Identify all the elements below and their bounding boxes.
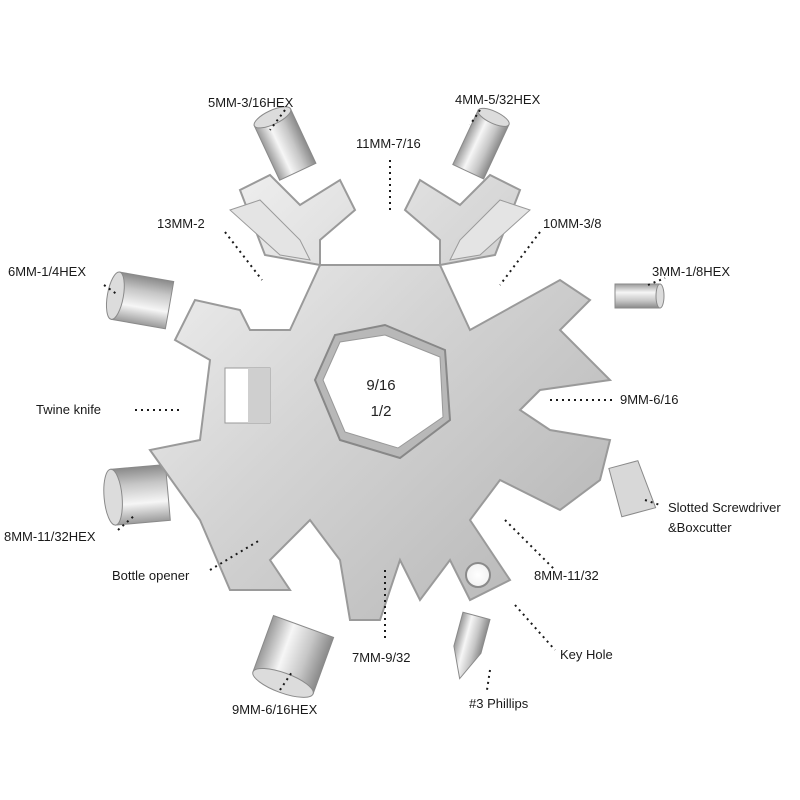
label-9mm-hex: 9MM-6/16HEX [232, 702, 318, 717]
label-13mm: 13MM-2 [157, 216, 205, 231]
socket-8mm-icon [103, 463, 171, 526]
label-twine-knife: Twine knife [36, 402, 101, 417]
label-boxcutter: &Boxcutter [668, 520, 732, 535]
socket-6mm-icon [105, 271, 175, 330]
center-label-top: 9/16 [366, 377, 395, 394]
leader-lines [103, 109, 666, 691]
label-slotted-screwdriver: Slotted Screwdriver [668, 500, 781, 515]
snowflake-body [148, 173, 613, 621]
label-key-hole: Key Hole [560, 647, 613, 662]
label-9mm: 9MM-6/16 [620, 392, 679, 407]
label-4mm-hex: 4MM-5/32HEX [455, 92, 541, 107]
label-8mm: 8MM-11/32 [534, 568, 599, 583]
slotted-blade-icon [608, 460, 657, 518]
label-8mm-hex: 8MM-11/32HEX [4, 529, 96, 544]
label-7mm: 7MM-9/32 [352, 650, 411, 665]
socket-3mm-icon [614, 283, 665, 309]
label-bottle-opener: Bottle opener [112, 568, 190, 583]
label-11mm: 11MM-7/16 [356, 136, 421, 151]
label-10mm: 10MM-3/8 [543, 216, 602, 231]
hex-sockets [103, 106, 665, 698]
center-hex-hole [322, 334, 444, 449]
socket-5mm-icon [253, 106, 317, 181]
socket-4mm-icon [452, 107, 510, 180]
key-hole-icon [465, 562, 491, 588]
label-phillips: #3 Phillips [469, 696, 529, 711]
part-labels: 5MM-3/16HEX 4MM-5/32HEX 11MM-7/16 13MM-2… [4, 92, 781, 717]
center-label-bottom: 1/2 [371, 403, 392, 420]
phillips-bit-icon [453, 611, 491, 680]
label-3mm-hex: 3MM-1/8HEX [652, 264, 730, 279]
label-6mm-hex: 6MM-1/4HEX [8, 264, 86, 279]
label-5mm-hex: 5MM-3/16HEX [208, 95, 294, 110]
socket-9mm-icon [252, 614, 335, 698]
